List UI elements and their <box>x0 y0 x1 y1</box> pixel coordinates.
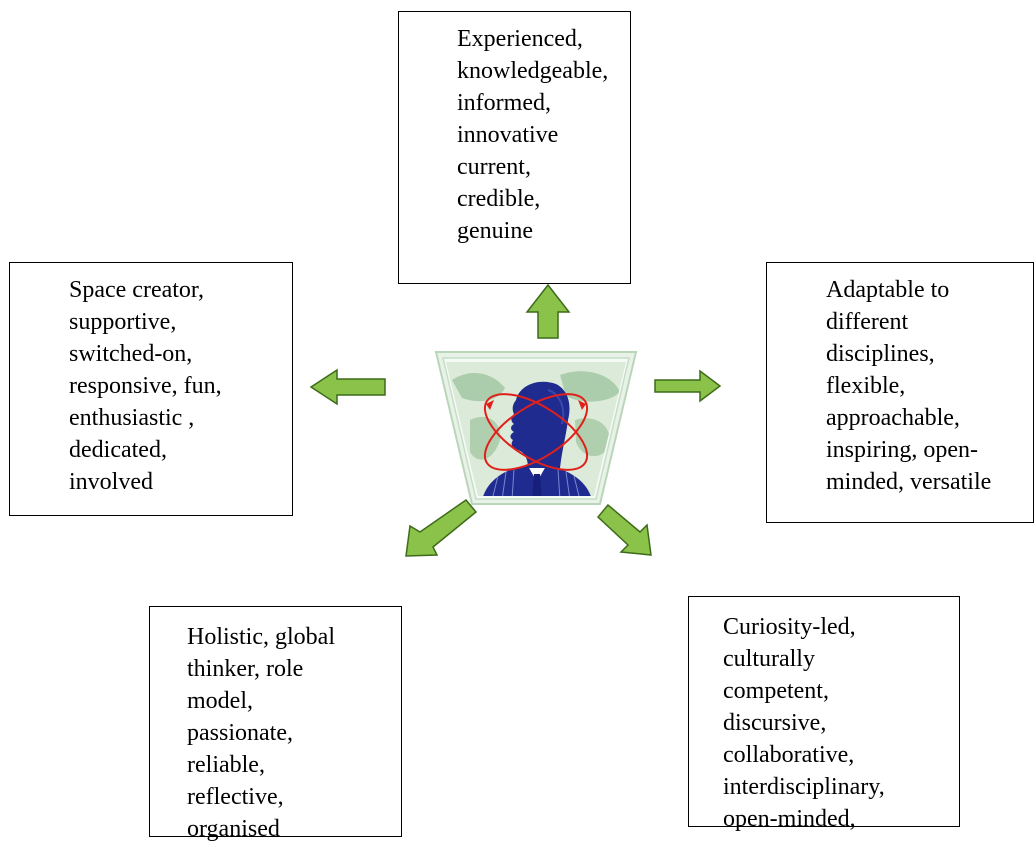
attributes-box-right: Adaptable to different disciplines, flex… <box>766 262 1034 523</box>
attributes-text-bottom-right: Curiosity-led, culturally competent, dis… <box>723 614 885 832</box>
arrow-down-left-icon <box>405 498 478 557</box>
arrow-down-right-icon <box>596 503 652 556</box>
attributes-box-top: Experienced, knowledgeable, informed, in… <box>398 11 631 284</box>
arrow-up-icon <box>525 283 571 339</box>
attributes-text-left: Space creator, supportive, switched-on, … <box>69 277 222 495</box>
arrow-left-icon <box>309 368 386 406</box>
person-head-orbit-icon <box>434 351 638 505</box>
arrow-right-icon <box>654 369 722 403</box>
attributes-text-top: Experienced, knowledgeable, informed, in… <box>457 26 609 244</box>
attributes-text-right: Adaptable to different disciplines, flex… <box>826 277 992 495</box>
attributes-box-bottom-right: Curiosity-led, culturally competent, dis… <box>688 596 960 832</box>
attributes-box-left: Space creator, supportive, switched-on, … <box>9 262 293 516</box>
